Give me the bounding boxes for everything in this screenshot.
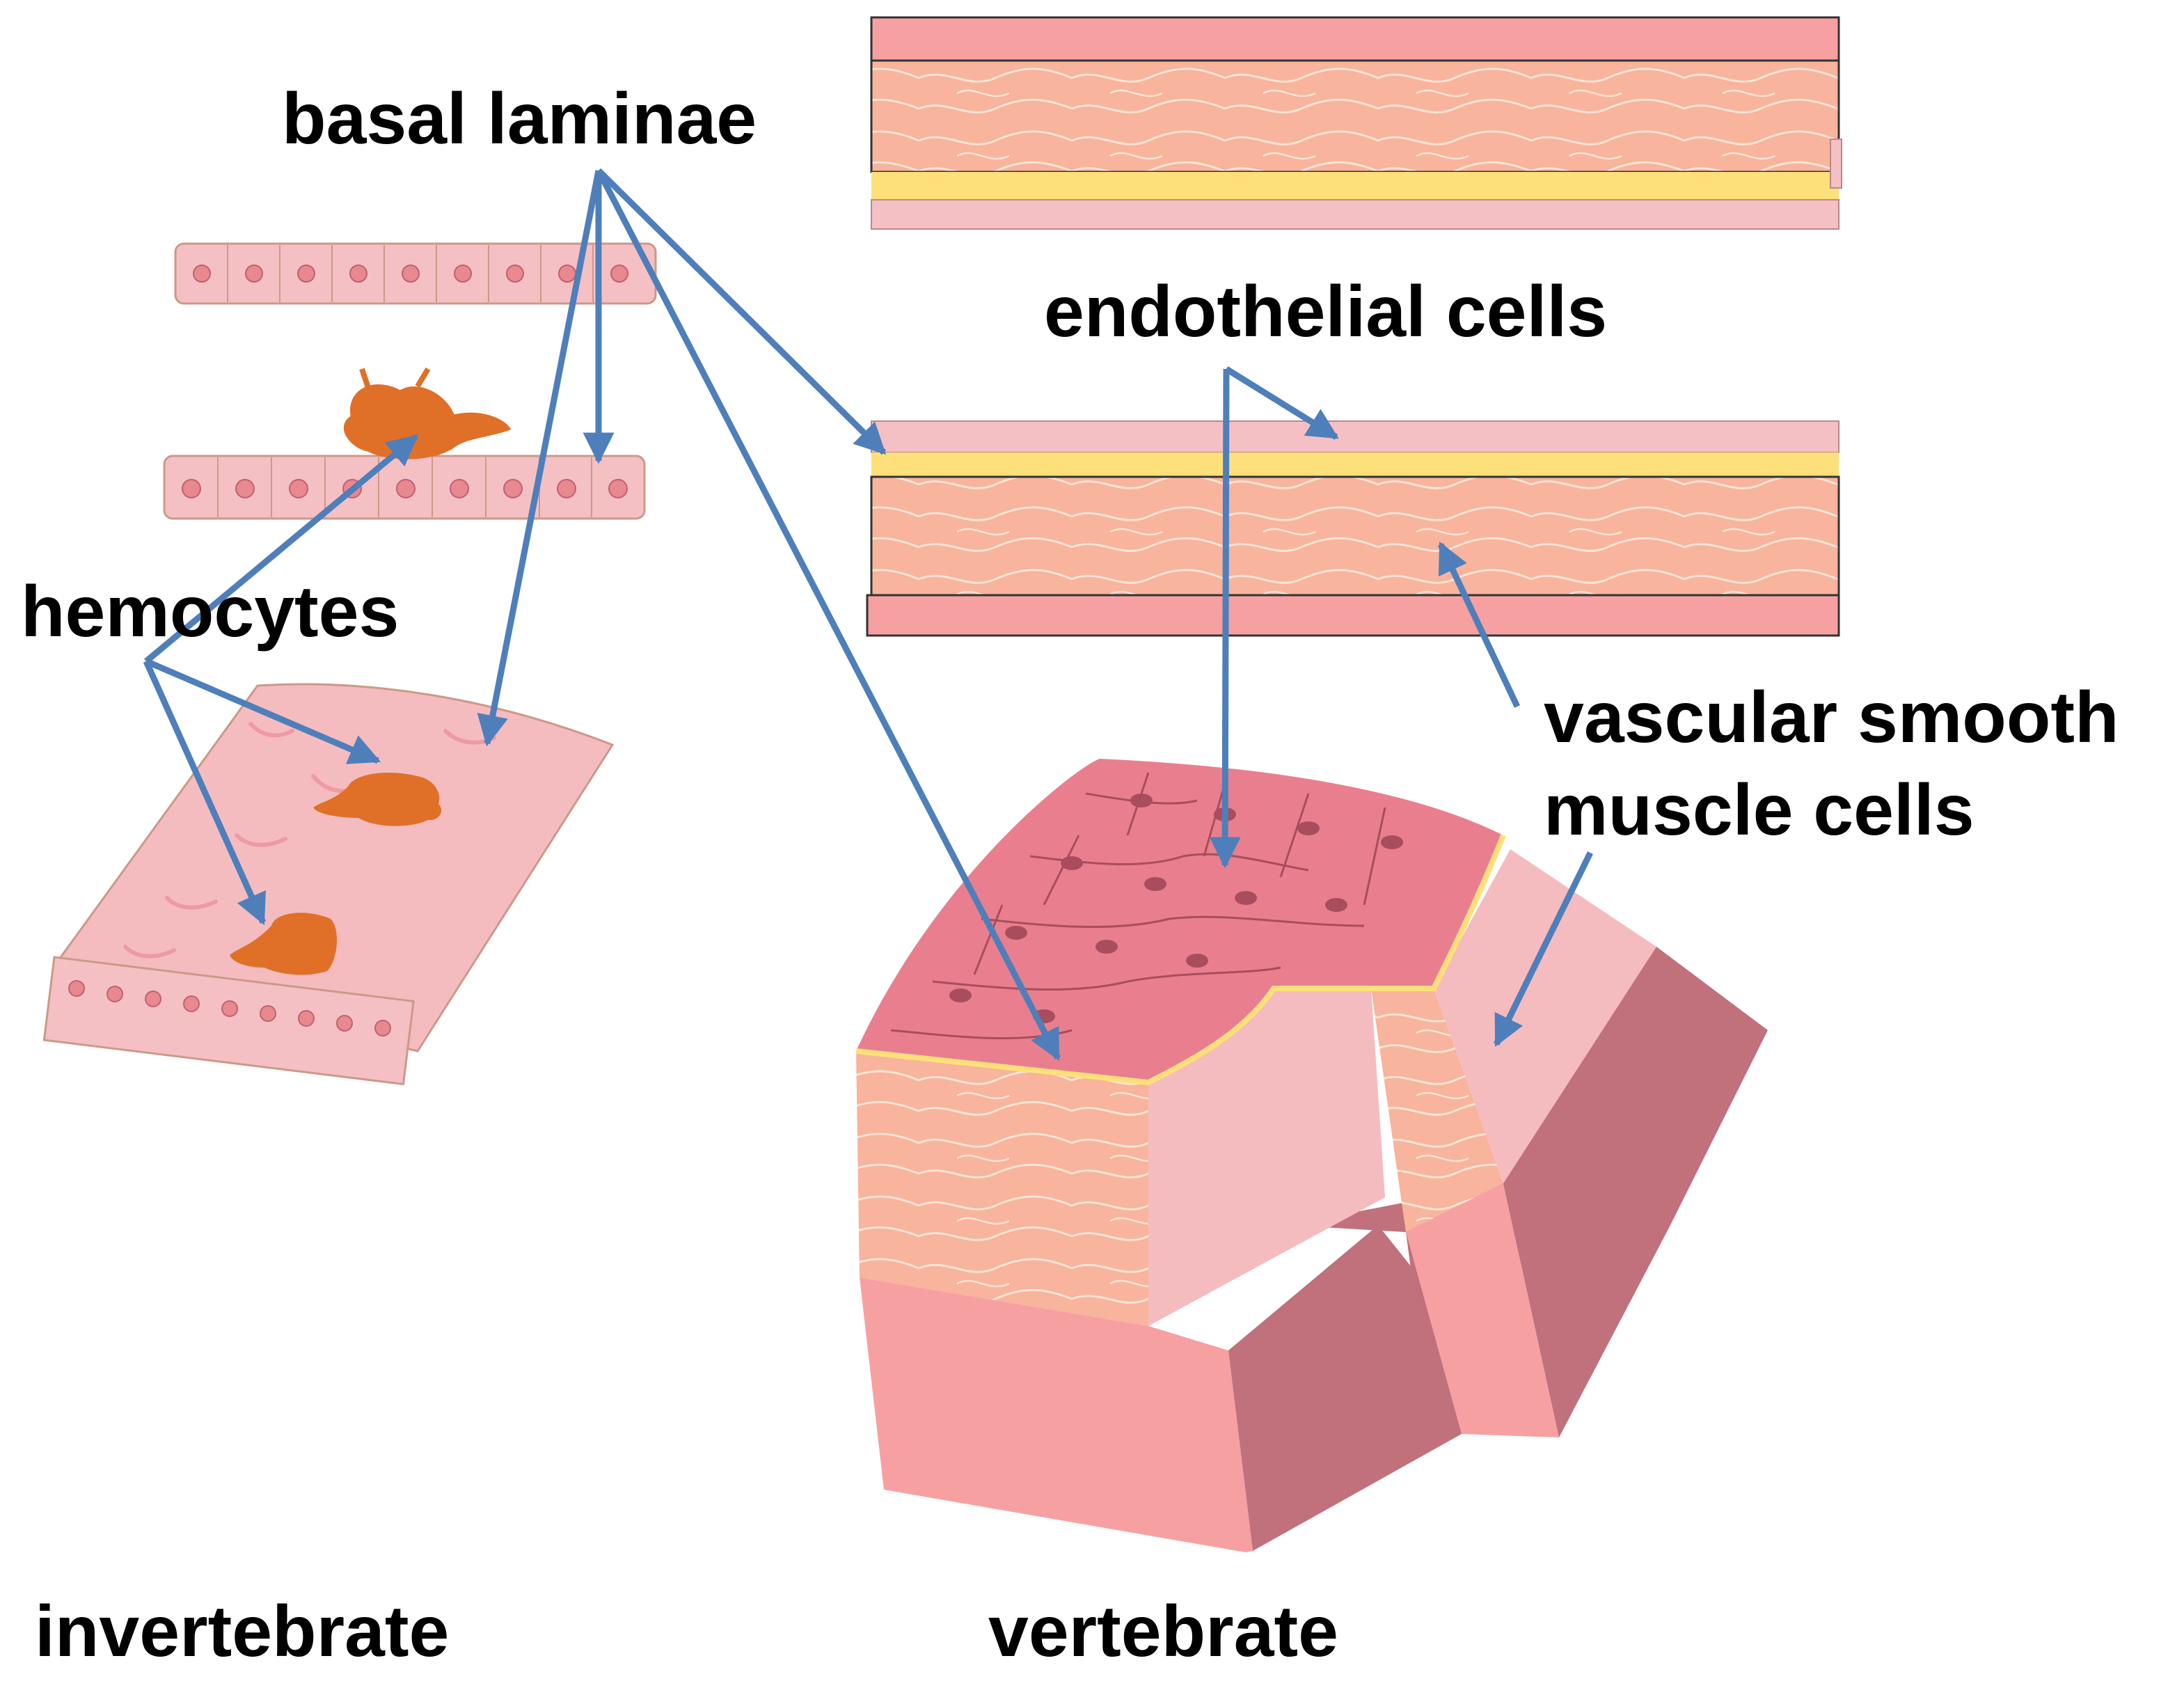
endothelial-cells-arrows [1209,366,1339,869]
hemocytes-arrows [143,434,419,926]
middle-vessel-strip [866,420,1840,637]
vascular-smooth-label: vascular smooth [1544,677,2119,758]
invertebrate-sheet [42,683,615,1086]
muscle-cells-label: muscle cells [1544,770,1975,851]
vertebrate-vessel-block [855,759,1768,1552]
vertebrate-label: vertebrate [988,1591,1338,1672]
hemocyte-sheet-lower [230,913,338,975]
vascular-smooth-muscle-arrows [1437,541,1594,1048]
basal-laminae-arrows [477,168,1061,1061]
epithelium-top [174,242,657,305]
endothelial-cells-label: endothelial cells [1044,271,1608,352]
hemocytes-label: hemocytes [21,571,399,652]
hemocyte-sheet-upper [313,773,442,826]
invertebrate-label: invertebrate [35,1591,450,1672]
hemocyte-top [343,367,512,459]
basal-laminae-label: basal laminae [282,79,757,159]
epithelium-middle [163,455,646,520]
top-vessel-strip [870,16,1842,230]
